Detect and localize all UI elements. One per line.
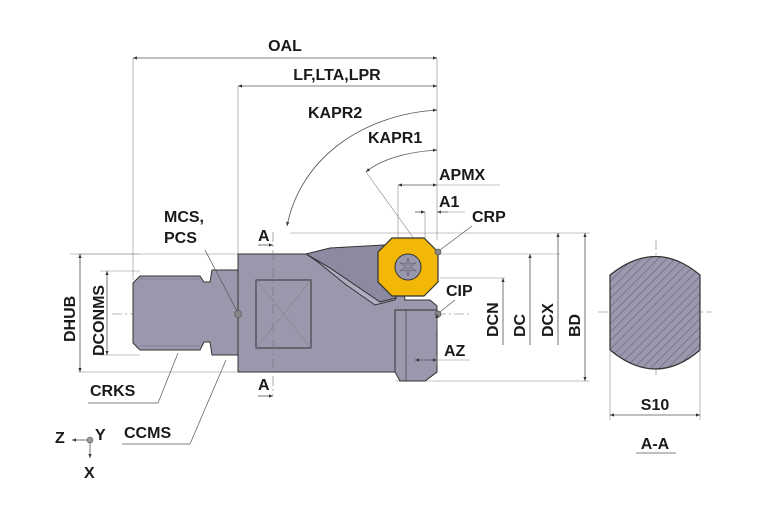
dc-label: DC bbox=[512, 313, 529, 337]
tool-shank bbox=[132, 269, 239, 356]
dcn-label: DCN bbox=[485, 302, 502, 337]
dhub-dimension: DHUB bbox=[62, 253, 238, 373]
axis-x-label: X bbox=[84, 465, 95, 482]
section-view-label: A-A bbox=[641, 436, 670, 453]
section-view: S10 A-A bbox=[598, 240, 712, 454]
bd-label: BD bbox=[567, 314, 584, 337]
s10-label: S10 bbox=[641, 397, 670, 414]
dconms-label: DCONMS bbox=[91, 285, 108, 356]
crp-label: CRP bbox=[472, 209, 506, 226]
oal-dimension: OAL bbox=[132, 38, 438, 280]
section-top-label: A bbox=[258, 228, 270, 245]
crks-label: CRKS bbox=[90, 383, 136, 400]
mcs-label: MCS, bbox=[164, 209, 204, 226]
bd-dimension: BD bbox=[567, 233, 587, 381]
kapr1-label: KAPR1 bbox=[368, 130, 422, 147]
ccms-callout: CCMS bbox=[122, 359, 227, 445]
dcx-dimension: DCX bbox=[540, 233, 560, 345]
coordinate-axes-icon: Z Y X bbox=[55, 427, 106, 482]
section-bottom-label: A bbox=[258, 377, 270, 394]
dhub-label: DHUB bbox=[62, 296, 79, 342]
crks-callout: CRKS bbox=[88, 352, 179, 404]
torx-screw-icon bbox=[399, 257, 417, 277]
lf-label: LF,LTA,LPR bbox=[293, 67, 381, 84]
section-marker-bottom: A bbox=[258, 377, 273, 398]
apmx-label: APMX bbox=[439, 167, 486, 184]
apmx-dimension: APMX bbox=[397, 167, 500, 240]
insert bbox=[377, 237, 439, 297]
pcs-label: PCS bbox=[164, 230, 197, 247]
dc-dimension: DC bbox=[512, 254, 532, 345]
oal-label: OAL bbox=[268, 38, 302, 55]
crp-point: CRP bbox=[434, 209, 506, 256]
mcs-pcs-point: MCS, PCS bbox=[164, 209, 242, 318]
section-shape bbox=[609, 256, 701, 370]
axis-y-label: Y bbox=[95, 427, 106, 444]
ccms-label: CCMS bbox=[124, 425, 171, 442]
kapr1-dimension: KAPR1 bbox=[365, 130, 438, 241]
az-dimension: AZ bbox=[415, 314, 470, 365]
section-marker-top: A bbox=[258, 228, 273, 247]
az-label: AZ bbox=[444, 343, 466, 360]
dconms-dimension: DCONMS bbox=[91, 270, 140, 356]
axis-z-label: Z bbox=[55, 430, 65, 447]
cip-point: CIP bbox=[434, 283, 473, 318]
a1-label: A1 bbox=[439, 194, 460, 211]
kapr2-label: KAPR2 bbox=[308, 105, 362, 122]
dcx-label: DCX bbox=[540, 303, 557, 337]
dcn-dimension: DCN bbox=[485, 278, 505, 345]
cip-label: CIP bbox=[446, 283, 473, 300]
kapr2-dimension: KAPR2 bbox=[286, 105, 438, 227]
a1-dimension: A1 bbox=[415, 194, 465, 240]
lf-dimension: LF,LTA,LPR bbox=[237, 67, 437, 255]
